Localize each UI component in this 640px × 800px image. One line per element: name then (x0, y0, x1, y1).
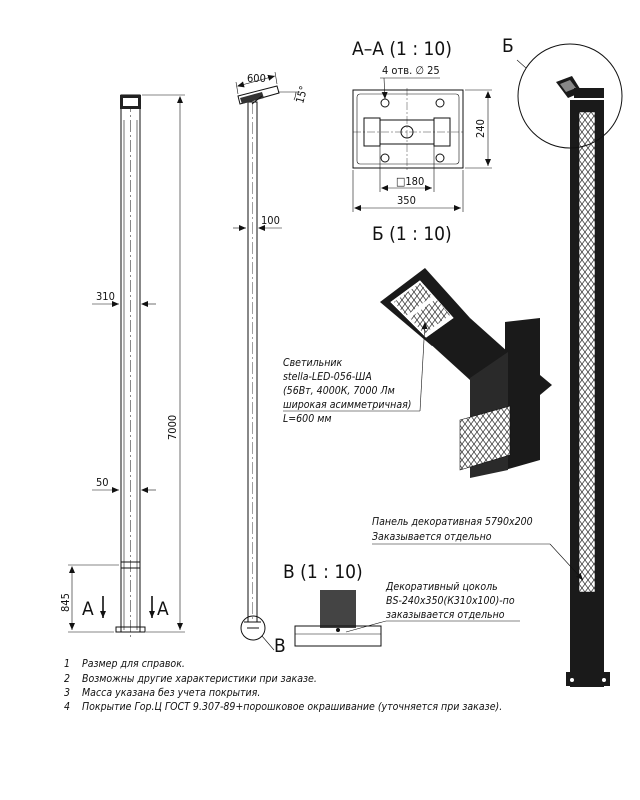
note-text-4: Покрытие Гор.Ц ГОСТ 9.307-89+порошковое … (82, 701, 502, 713)
base-plate (115, 626, 146, 633)
detail-v-callout: В (274, 635, 286, 657)
detail-b-circle (517, 43, 623, 149)
holes-label: 4 отв. ∅ 25 (382, 64, 440, 77)
cut-marker-right: A (157, 598, 169, 620)
section-aa-title: А–А (1 : 10) (352, 38, 452, 60)
decorative-panel (578, 111, 596, 593)
luminaire-line-4: широкая асимметричная) (283, 399, 411, 411)
luminaire-line-3: (56Вт, 4000К, 7000 Лм (283, 385, 395, 397)
detail-v-pole (320, 590, 356, 628)
note-num-2: 2 (64, 673, 70, 685)
luminaire-line-5: L=600 мм (283, 413, 331, 425)
flange-plate (352, 89, 464, 169)
panel-line-1: Панель декоративная 5790х200 (372, 516, 533, 528)
detail-b-label: Б (502, 35, 514, 57)
pole-base (566, 672, 610, 686)
luminaire-line-1: Светильник (283, 357, 343, 369)
right-pole (556, 76, 610, 687)
base-note-line-2: BS-240x350(К310х100)-по (386, 595, 515, 607)
section-aa: А–А (1 : 10) 4 отв. ∅ 25 □180 350 240 (352, 38, 492, 212)
dim-flange-height: 240 (474, 119, 487, 138)
luminaire-note: Светильник stella-LED-056-ША (56Вт, 4000… (283, 321, 428, 425)
detail-v: В (1 : 10) Декоративный цоколь BS-240x35… (283, 561, 520, 647)
detail-v-base (294, 625, 382, 647)
detail-b-panel (459, 405, 511, 471)
dim-width-top: 310 (96, 290, 115, 303)
detail-b-callout: Б (502, 35, 623, 149)
base-note-line-3: заказывается отдельно (386, 609, 505, 621)
note-text-1: Размер для справок. (82, 658, 185, 670)
front-view: 310 50 7000 845 A A (59, 94, 185, 640)
panel-line-2: Заказывается отдельно (372, 531, 492, 543)
side-view: 600 15° 100 В (233, 71, 310, 657)
panel-note: Панель декоративная 5790х200 Заказываетс… (372, 516, 584, 581)
luminaire-line-2: stella-LED-056-ША (283, 371, 372, 383)
detail-v-title: В (1 : 10) (283, 561, 363, 583)
detail-v-callout-circle (240, 615, 266, 641)
note-num-3: 3 (64, 687, 70, 699)
dim-width-bottom: 50 (96, 476, 109, 489)
notes: 1 Размер для справок. 2 Возможны другие … (64, 658, 502, 713)
note-text-3: Масса указана без учета покрытия. (82, 687, 260, 699)
dim-base: 845 (59, 593, 72, 612)
note-text-2: Возможны другие характеристики при заказ… (82, 673, 317, 685)
dim-flange-width: 350 (397, 194, 416, 207)
note-num-1: 1 (64, 658, 70, 670)
detail-b-title: Б (1 : 10) (372, 223, 452, 245)
dim-arm: 600 (247, 72, 266, 85)
detail-b-isometric (380, 268, 552, 478)
cut-marker-left: A (82, 598, 94, 620)
dim-height: 7000 (166, 415, 179, 440)
dim-square: □180 (396, 175, 424, 188)
base-note-line-1: Декоративный цоколь (385, 581, 498, 593)
note-num-4: 4 (64, 701, 70, 713)
dim-pole: 100 (261, 214, 280, 227)
dim-angle: 15° (293, 84, 310, 104)
detail-b-pole (505, 318, 540, 470)
